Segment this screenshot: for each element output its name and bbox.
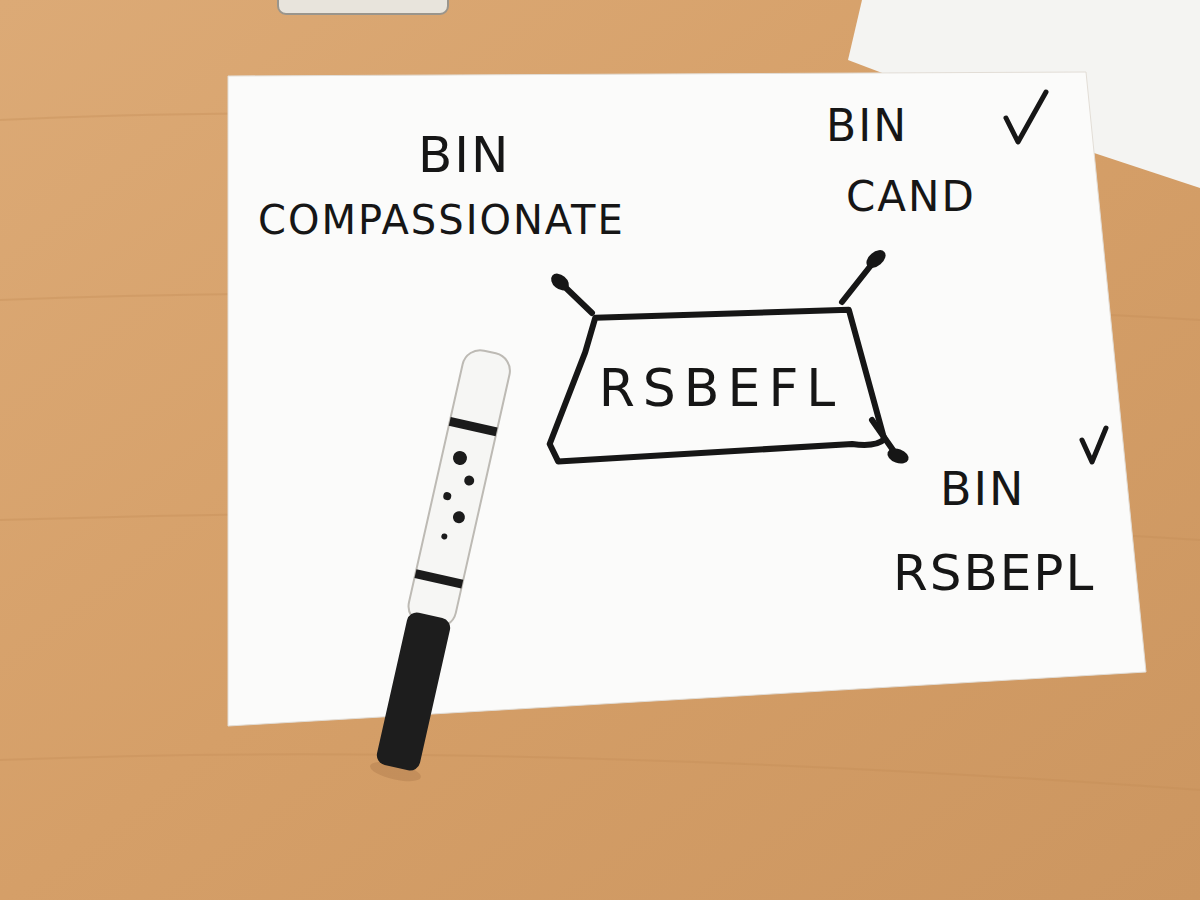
handwritten-label: BIN bbox=[418, 130, 510, 180]
handwritten-label: CAND bbox=[846, 176, 976, 218]
phone-edge bbox=[278, 0, 448, 14]
bin-outline-path bbox=[550, 310, 885, 462]
check-marks bbox=[1006, 92, 1106, 462]
handwritten-label: BIN bbox=[826, 104, 908, 148]
paper-sheet bbox=[228, 72, 1146, 726]
leader-lines bbox=[548, 247, 911, 467]
bin-label: RSBEFL bbox=[599, 362, 844, 414]
handwritten-label: RSBEPL bbox=[893, 548, 1095, 598]
handwritten-label: COMPASSIONATE bbox=[258, 200, 625, 240]
bin-box: RSBEFL bbox=[548, 305, 886, 463]
marker-pen bbox=[368, 346, 515, 785]
handwritten-label: BIN bbox=[940, 466, 1026, 512]
